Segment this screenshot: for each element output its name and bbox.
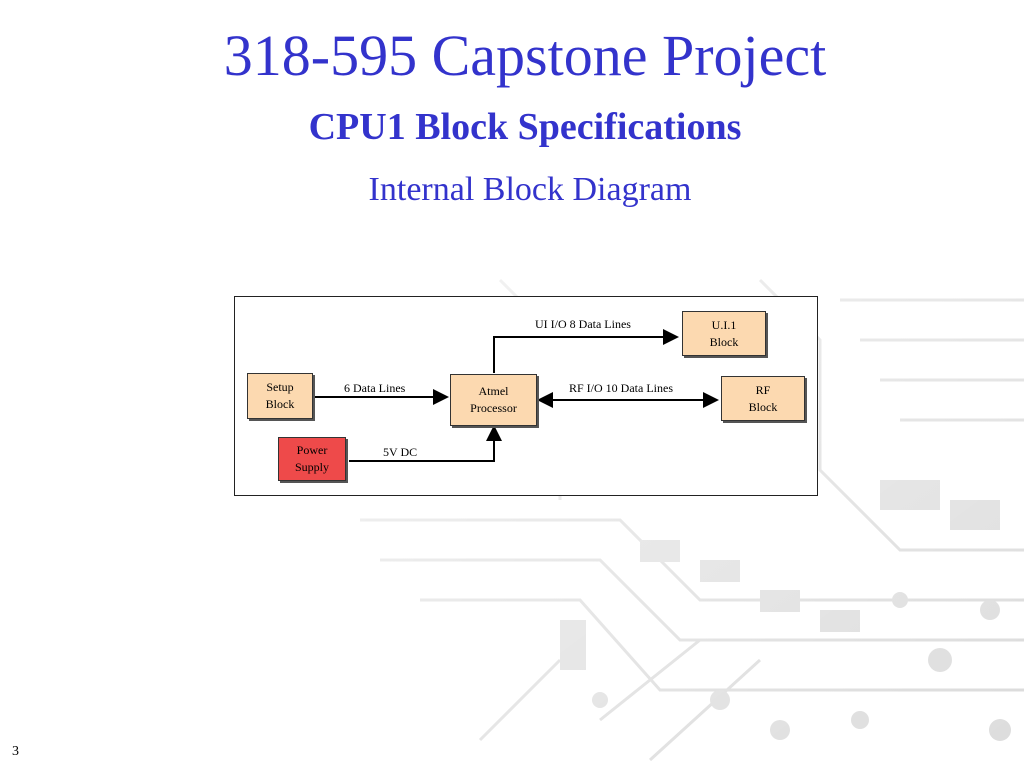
rf-block: RF Block <box>721 376 805 421</box>
setup-to-atmel-label: 6 Data Lines <box>344 381 406 395</box>
atmel-to-ui-label: UI I/O 8 Data Lines <box>535 317 631 331</box>
ui-block: U.I.1 Block <box>682 311 766 356</box>
slide-number: 3 <box>12 744 19 759</box>
ui-block-label: U.I.1 Block <box>709 317 739 349</box>
power-to-atmel-line <box>349 425 502 462</box>
atmel-to-ui-line <box>493 329 679 373</box>
atmel-rf-label: RF I/O 10 Data Lines <box>569 381 673 395</box>
slide-title: 318-595 Capstone Project <box>223 23 827 88</box>
atmel-processor-block: Atmel Processor <box>450 374 537 426</box>
diagram-connections <box>315 329 719 462</box>
power-supply-block: Power Supply <box>278 437 346 481</box>
setup-block-label: Setup Block <box>265 380 295 411</box>
setup-block: Setup Block <box>247 373 313 419</box>
block-diagram: Setup Block Atmel Processor U.I.1 Block … <box>234 296 818 496</box>
atmel-block-label: Atmel Processor <box>470 384 517 415</box>
rf-block-label: RF Block <box>748 382 778 414</box>
slide-subtitle: CPU1 Block Specifications <box>308 106 742 148</box>
power-block-label: Power Supply <box>294 443 329 474</box>
power-to-atmel-label: 5V DC <box>383 445 418 459</box>
section-heading: Internal Block Diagram <box>368 171 692 208</box>
